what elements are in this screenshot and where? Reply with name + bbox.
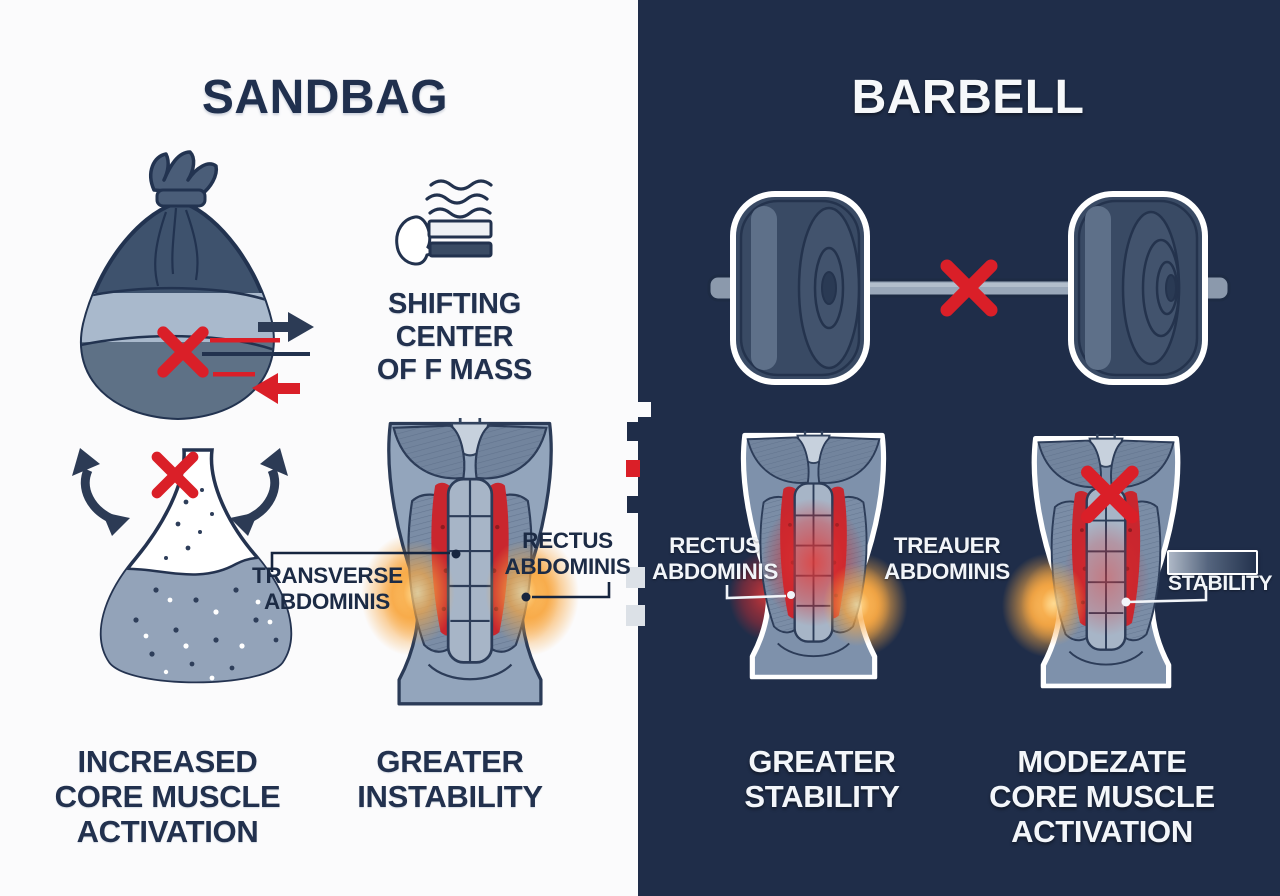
- divider-square-dark: [627, 422, 641, 441]
- instability-line1: GREATER: [376, 744, 524, 779]
- sand-funnel-icon: [72, 448, 293, 684]
- rectus-left-line2: ABDOMINIS: [504, 554, 631, 579]
- moderate-line2: CORE MUSCLE: [989, 779, 1215, 814]
- transverse-line1: TRANSVERSE: [252, 563, 403, 588]
- rectus-left-line1: RECTUS: [522, 528, 613, 553]
- stability-line2: STABILITY: [744, 779, 900, 814]
- dark-bar: [428, 241, 493, 258]
- light-bar: [427, 219, 493, 239]
- increased-line2: CORE MUSCLE: [54, 779, 281, 814]
- stability-line1: GREATER: [748, 744, 896, 779]
- moderate-core-caption: MODEZATE CORE MUSCLE ACTIVATION: [978, 744, 1226, 849]
- treauer-line2: ABDOMINIS: [883, 559, 1011, 584]
- shifting-caption: SHIFTING CENTER OF F MASS: [327, 288, 582, 387]
- arrow-left: [252, 373, 300, 404]
- barbell-title: BARBELL: [851, 71, 1085, 124]
- right-plate: [1068, 191, 1208, 385]
- red-line: [213, 372, 255, 377]
- increased-line1: INCREASED: [77, 744, 258, 779]
- greater-instability-caption: GREATER INSTABILITY: [330, 744, 570, 814]
- shifting-caption-line1: SHIFTING CENTER: [388, 288, 521, 353]
- increased-core-caption: INCREASED CORE MUSCLE ACTIVATION: [45, 744, 290, 849]
- barbell-icon: [707, 191, 1231, 385]
- transverse-line2: ABDOMINIS: [263, 589, 391, 614]
- bag-knot: [149, 150, 219, 208]
- treauer-abdominis-label: TREAUER ABDOMINIS: [882, 533, 1012, 585]
- stability-bar-icon: [1167, 550, 1258, 575]
- moderate-line1: MODEZATE: [1017, 744, 1187, 779]
- head-profile-icon: [395, 215, 439, 266]
- wobble-arrow-right: [230, 448, 288, 536]
- sandbag-icon: [80, 150, 275, 421]
- sand-dots-light: [143, 597, 273, 681]
- rectus-right-line1: RECTUS: [669, 533, 760, 558]
- instability-line2: INSTABILITY: [357, 779, 543, 814]
- navy-line: [202, 352, 310, 356]
- motion-arrows-icon: [150, 312, 314, 404]
- treauer-line1: TREAUER: [893, 533, 1001, 558]
- rectus-abdominis-label-left: RECTUS ABDOMINIS: [500, 528, 635, 580]
- left-plate: [730, 191, 870, 385]
- divider-square-red: [626, 460, 640, 477]
- arrow-right: [258, 312, 314, 342]
- wobble-arrow-left: [72, 448, 130, 536]
- shifting-mass-icon: [395, 179, 493, 266]
- divider-square-dark: [627, 496, 641, 513]
- increased-line3: ACTIVATION: [76, 814, 259, 849]
- divider-square-white: [637, 402, 651, 417]
- divider-square-gray: [626, 605, 645, 626]
- stability-label: STABILITY: [1168, 572, 1273, 595]
- rectus-right-line2: ABDOMINIS: [652, 559, 779, 584]
- shifting-caption-line2: OF F MASS: [376, 354, 533, 386]
- greater-stability-caption: GREATER STABILITY: [702, 744, 942, 814]
- moderate-line3: ACTIVATION: [1011, 814, 1193, 849]
- red-line: [210, 338, 280, 343]
- x-mark-icon: [163, 332, 203, 372]
- rectus-abdominis-label-right: RECTUS ABDOMINIS: [652, 533, 779, 585]
- transverse-abdominis-label: TRANSVERSE ABDOMINIS: [252, 563, 403, 615]
- sand-dots-dark: [133, 488, 279, 671]
- divider-square-gray: [626, 567, 645, 588]
- sandbag-title: SANDBAG: [201, 71, 449, 124]
- torso-anatomy-icon: [1001, 433, 1180, 688]
